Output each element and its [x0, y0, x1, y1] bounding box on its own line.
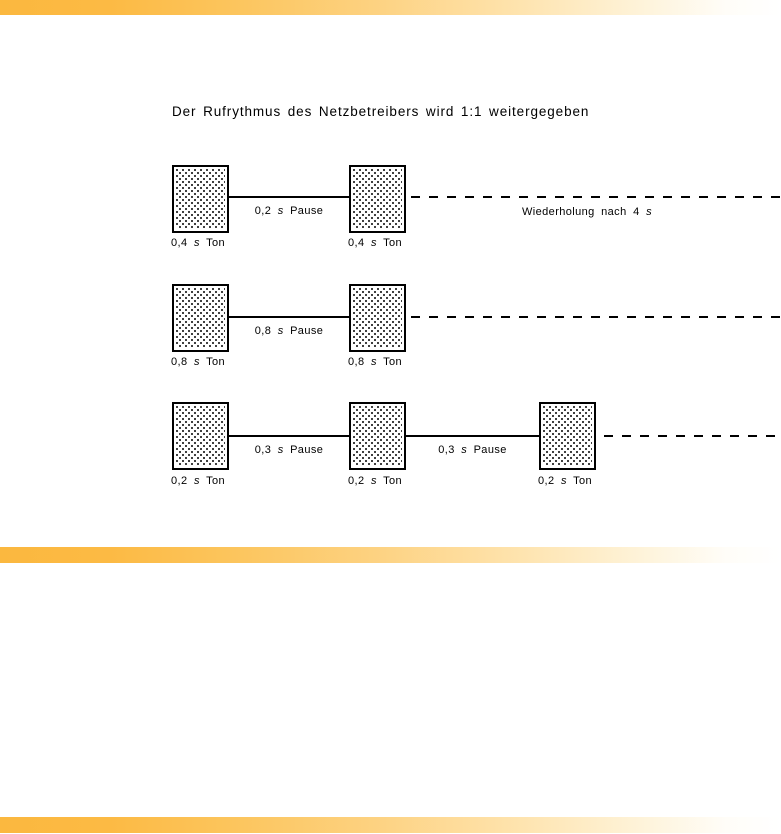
middle-gradient-divider-bar — [0, 547, 781, 563]
pause-duration-label: 0,3 s Pause — [406, 444, 539, 456]
pause-connector-line — [229, 196, 349, 198]
top-gradient-divider-bar — [0, 0, 781, 15]
tone-box — [349, 165, 406, 233]
seconds-unit: s — [193, 356, 200, 368]
repetition-dashed-line — [604, 435, 781, 437]
pause-word: Pause — [290, 205, 324, 217]
seconds-unit: s — [646, 206, 652, 218]
pause-word: Pause — [290, 444, 324, 456]
pause-duration-label: 0,2 s Pause — [229, 205, 349, 217]
pause-value: 0,2 — [254, 205, 272, 217]
pause-value: 0,3 — [438, 444, 455, 456]
pause-connector-line — [229, 435, 349, 437]
tone-box — [172, 284, 229, 352]
seconds-unit: s — [193, 475, 200, 487]
tone-value: 0,8 — [348, 356, 365, 368]
bottom-gradient-divider-bar — [0, 817, 781, 833]
seconds-unit: s — [370, 475, 377, 487]
tone-word: Ton — [383, 475, 403, 487]
pause-value: 0,8 — [254, 325, 272, 337]
tone-box — [349, 402, 406, 470]
tone-value: 0,4 — [171, 237, 188, 249]
repetition-label: Wiederholung nach 4 s — [452, 206, 722, 218]
tone-box — [539, 402, 596, 470]
seconds-unit: s — [193, 237, 200, 249]
tone-box — [349, 284, 406, 352]
tone-value: 0,2 — [348, 475, 365, 487]
tone-duration-label: 0,4 s Ton — [171, 237, 225, 249]
seconds-unit: s — [461, 444, 468, 456]
tone-value: 0,4 — [348, 237, 365, 249]
tone-value: 0,2 — [538, 475, 555, 487]
tone-word: Ton — [383, 237, 403, 249]
tone-word: Ton — [206, 475, 226, 487]
repeat-value: 4 — [633, 206, 640, 218]
tone-word: Ton — [573, 475, 593, 487]
tone-duration-label: 0,2 s Ton — [171, 475, 225, 487]
repetition-dashed-line — [411, 196, 781, 198]
tone-word: Ton — [206, 237, 226, 249]
seconds-unit: s — [277, 325, 284, 337]
pause-connector-line — [406, 435, 539, 437]
tone-word: Ton — [206, 356, 226, 368]
tone-value: 0,8 — [171, 356, 188, 368]
pause-value: 0,3 — [254, 444, 272, 456]
seconds-unit: s — [277, 205, 284, 217]
seconds-unit: s — [370, 237, 377, 249]
repetition-dashed-line — [411, 316, 781, 318]
pause-connector-line — [229, 316, 349, 318]
repeat-text: Wiederholung nach — [522, 206, 627, 218]
tone-value: 0,2 — [171, 475, 188, 487]
tone-box — [172, 402, 229, 470]
tone-duration-label: 0,2 s Ton — [538, 475, 592, 487]
pause-duration-label: 0,8 s Pause — [229, 325, 349, 337]
pause-word: Pause — [290, 325, 324, 337]
seconds-unit: s — [560, 475, 567, 487]
pause-word: Pause — [473, 444, 507, 456]
seconds-unit: s — [370, 356, 377, 368]
pause-duration-label: 0,3 s Pause — [229, 444, 349, 456]
tone-box — [172, 165, 229, 233]
seconds-unit: s — [277, 444, 284, 456]
tone-duration-label: 0,2 s Ton — [348, 475, 402, 487]
diagram-title: Der Rufrythmus des Netzbetreibers wird 1… — [172, 104, 590, 119]
tone-word: Ton — [383, 356, 403, 368]
tone-duration-label: 0,8 s Ton — [171, 356, 225, 368]
tone-duration-label: 0,4 s Ton — [348, 237, 402, 249]
tone-duration-label: 0,8 s Ton — [348, 356, 402, 368]
